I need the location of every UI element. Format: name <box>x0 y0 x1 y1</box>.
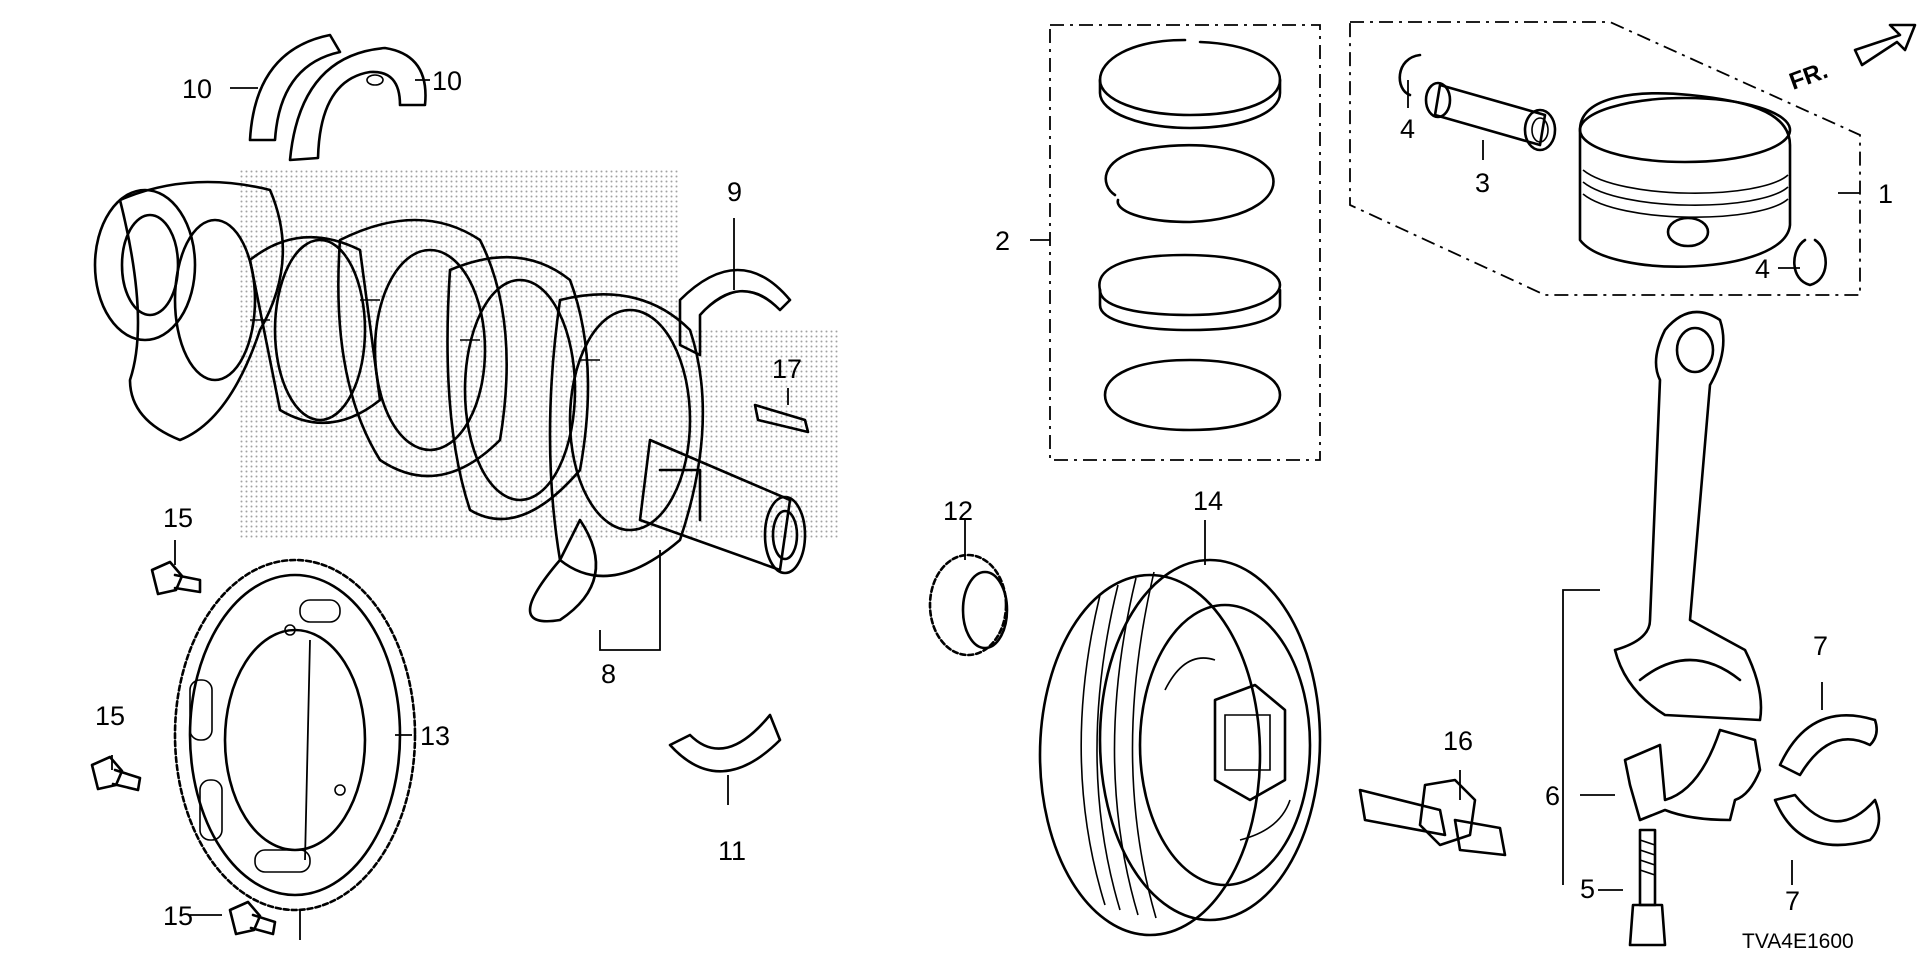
callout-17: 17 <box>772 354 802 384</box>
crankshaft-pulley <box>1038 558 1322 937</box>
callout-15-top: 15 <box>163 503 193 533</box>
diagram-code: TVA4E1600 <box>1742 930 1854 953</box>
connecting-rod <box>1613 310 1763 722</box>
callout-16: 16 <box>1443 726 1473 756</box>
thrust-washer-right <box>288 46 427 162</box>
reluctor-bolt-bottom <box>228 900 277 936</box>
callout-14: 14 <box>1193 486 1223 516</box>
piston-pin-snap-ring-left <box>1398 53 1422 97</box>
callout-4-right: 4 <box>1755 254 1770 284</box>
main-bearing-upper <box>678 268 792 357</box>
callout-10-left: 10 <box>182 74 212 104</box>
callout-1: 1 <box>1878 179 1893 209</box>
reluctor-bolt-top <box>150 560 202 596</box>
rod-bearing-lower <box>1773 793 1881 847</box>
crankshaft <box>93 180 807 623</box>
callout-4-left: 4 <box>1400 114 1415 144</box>
front-direction-indicator: FR. <box>1786 23 1917 96</box>
crankshaft-key <box>753 403 810 434</box>
callout-numbers: 1 2 3 4 4 5 6 7 7 8 9 10 10 11 12 13 14 … <box>95 66 1893 931</box>
crankshaft-reluctor-ring <box>173 558 417 912</box>
front-label: FR. <box>1786 57 1832 96</box>
rod-bearing-upper <box>1778 714 1878 777</box>
thrust-washer-left <box>248 33 342 142</box>
callout-6: 6 <box>1545 781 1560 811</box>
connecting-rod-cap <box>1623 728 1762 822</box>
piston-ring-set <box>1049 24 1321 461</box>
callout-7-upper: 7 <box>1813 631 1828 661</box>
reluctor-bolt-middle <box>90 755 142 792</box>
connecting-rod-bolt <box>1628 828 1667 947</box>
callout-8: 8 <box>601 659 616 689</box>
engine-block-watermark <box>240 170 840 540</box>
callout-15-bottom: 15 <box>163 901 193 931</box>
crankshaft-pulley-bolt <box>1358 778 1507 857</box>
callout-5: 5 <box>1580 874 1595 904</box>
main-bearing-lower <box>668 713 782 773</box>
callout-13: 13 <box>420 721 450 751</box>
callout-2: 2 <box>995 226 1010 256</box>
crankshaft-timing-sprocket <box>928 553 1009 657</box>
callout-10-right: 10 <box>432 66 462 96</box>
callout-3: 3 <box>1475 168 1490 198</box>
callout-9: 9 <box>727 177 742 207</box>
piston-kit <box>1349 21 1861 296</box>
callout-15-middle: 15 <box>95 701 125 731</box>
leader-lines <box>111 79 1860 940</box>
callout-12: 12 <box>943 496 973 526</box>
callout-11: 11 <box>718 836 746 866</box>
piston-pin <box>1424 81 1557 152</box>
callout-7-lower: 7 <box>1785 886 1800 916</box>
piston-pin-snap-ring-right <box>1793 238 1827 287</box>
